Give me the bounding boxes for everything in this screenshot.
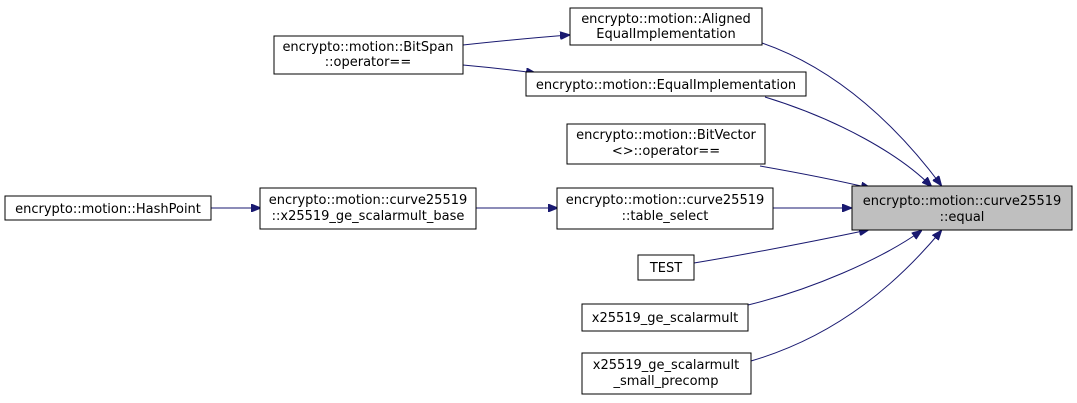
edges — [211, 35, 941, 362]
node-curve25519-equal[interactable]: encrypto::motion::curve25519 ::equal — [851, 185, 1073, 231]
node-hashpoint[interactable]: encrypto::motion::HashPoint — [4, 195, 212, 221]
node-curve25519-x25519-ge-scalarmult-base[interactable]: encrypto::motion::curve25519 ::x25519_ge… — [259, 187, 477, 230]
edge-scalarmult-to-equal — [747, 231, 921, 306]
node-label: ::x25519_ge_scalarmult_base — [272, 209, 465, 224]
node-aligned-equal-implementation[interactable]: encrypto::motion::Aligned EqualImplement… — [569, 7, 763, 46]
node-label: <>::operator== — [612, 144, 720, 159]
edge-test-to-equal — [693, 230, 868, 264]
node-label: ::equal — [940, 210, 985, 225]
edge-aligned-to-equal — [761, 42, 941, 185]
node-label: ::table_select — [622, 209, 709, 224]
edge-bitspan-to-equalimpl — [462, 64, 535, 73]
node-x25519-ge-scalarmult[interactable]: x25519_ge_scalarmult — [581, 303, 749, 332]
node-test[interactable]: TEST — [637, 254, 695, 281]
node-label: encrypto::motion::HashPoint — [15, 202, 201, 217]
node-label: x25519_ge_scalarmult — [593, 358, 740, 373]
edge-smallprecomp-to-equal — [750, 231, 941, 362]
node-curve25519-table-select[interactable]: encrypto::motion::curve25519 ::table_sel… — [556, 187, 774, 230]
edge-bitspan-to-aligned — [462, 35, 569, 46]
node-bitspan-operator-equal[interactable]: encrypto::motion::BitSpan ::operator== — [273, 35, 464, 75]
node-label: encrypto::motion::curve25519 — [863, 194, 1062, 209]
edge-equalimpl-to-equal — [764, 96, 931, 186]
node-label: encrypto::motion::curve25519 — [566, 193, 765, 208]
node-label: encrypto::motion::curve25519 — [269, 193, 468, 208]
node-label: TEST — [649, 261, 682, 276]
node-label: ::operator== — [325, 55, 411, 70]
node-equal-implementation[interactable]: encrypto::motion::EqualImplementation — [525, 71, 807, 97]
node-label: x25519_ge_scalarmult — [592, 311, 739, 326]
node-label: _small_precomp — [613, 374, 719, 389]
node-label: encrypto::motion::Aligned — [581, 12, 751, 27]
node-label: encrypto::motion::BitSpan — [282, 40, 453, 55]
node-bitvector-operator-equal[interactable]: encrypto::motion::BitVector <>::operator… — [566, 123, 766, 165]
node-label: encrypto::motion::BitVector — [576, 128, 756, 143]
node-label: EqualImplementation — [596, 27, 736, 42]
edge-bitvector-to-equal — [759, 165, 870, 188]
node-x25519-ge-scalarmult-small-precomp[interactable]: x25519_ge_scalarmult _small_precomp — [581, 352, 752, 395]
node-label: encrypto::motion::EqualImplementation — [536, 78, 796, 93]
